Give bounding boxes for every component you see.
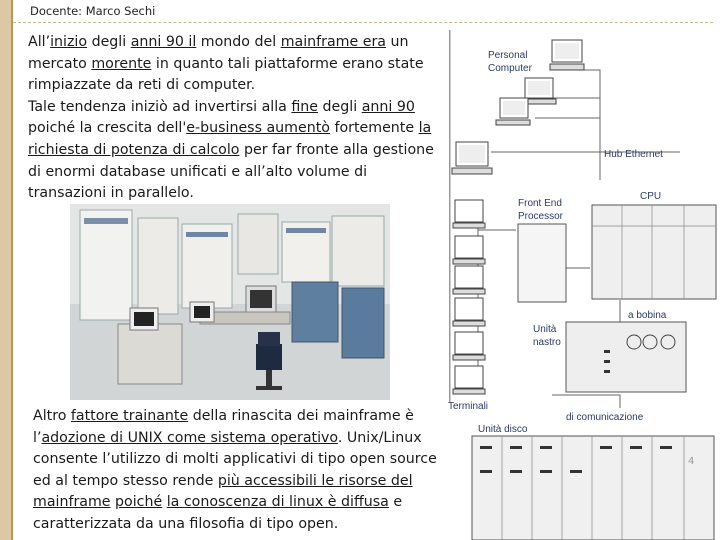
unix-paragraph: Altro fattore trainante della rinascita … (33, 408, 437, 532)
slide-header: Docente: Marco Sechi (30, 4, 156, 18)
mainframe-architecture-diagram: Personal Computer Hub Ethernet Front End… (446, 30, 718, 540)
svg-text:Front End: Front End (518, 198, 562, 209)
svg-text:Hub Ethernet: Hub Ethernet (604, 149, 663, 160)
svg-text:nastro: nastro (533, 337, 561, 348)
svg-text:CPU: CPU (640, 191, 661, 202)
svg-text:Processor: Processor (518, 211, 564, 222)
svg-text:di comunicazione: di comunicazione (566, 412, 644, 423)
svg-text:Unità disco: Unità disco (478, 424, 528, 435)
svg-text:a bobina: a bobina (628, 310, 667, 321)
svg-text:Computer: Computer (488, 63, 533, 74)
decorative-left-bar (0, 0, 11, 540)
page-number: 4 (688, 456, 695, 467)
personal-computer-icon (451, 39, 585, 175)
header-divider (13, 22, 713, 23)
svg-text:Personal: Personal (488, 50, 527, 61)
mainframe-room-photo (70, 204, 390, 400)
svg-text:Unità: Unità (533, 324, 557, 335)
decorative-left-line (11, 0, 13, 540)
svg-text:Terminali: Terminali (448, 401, 488, 412)
intro-paragraph: All’inizio degli anni 90 il mondo del ma… (28, 34, 434, 202)
